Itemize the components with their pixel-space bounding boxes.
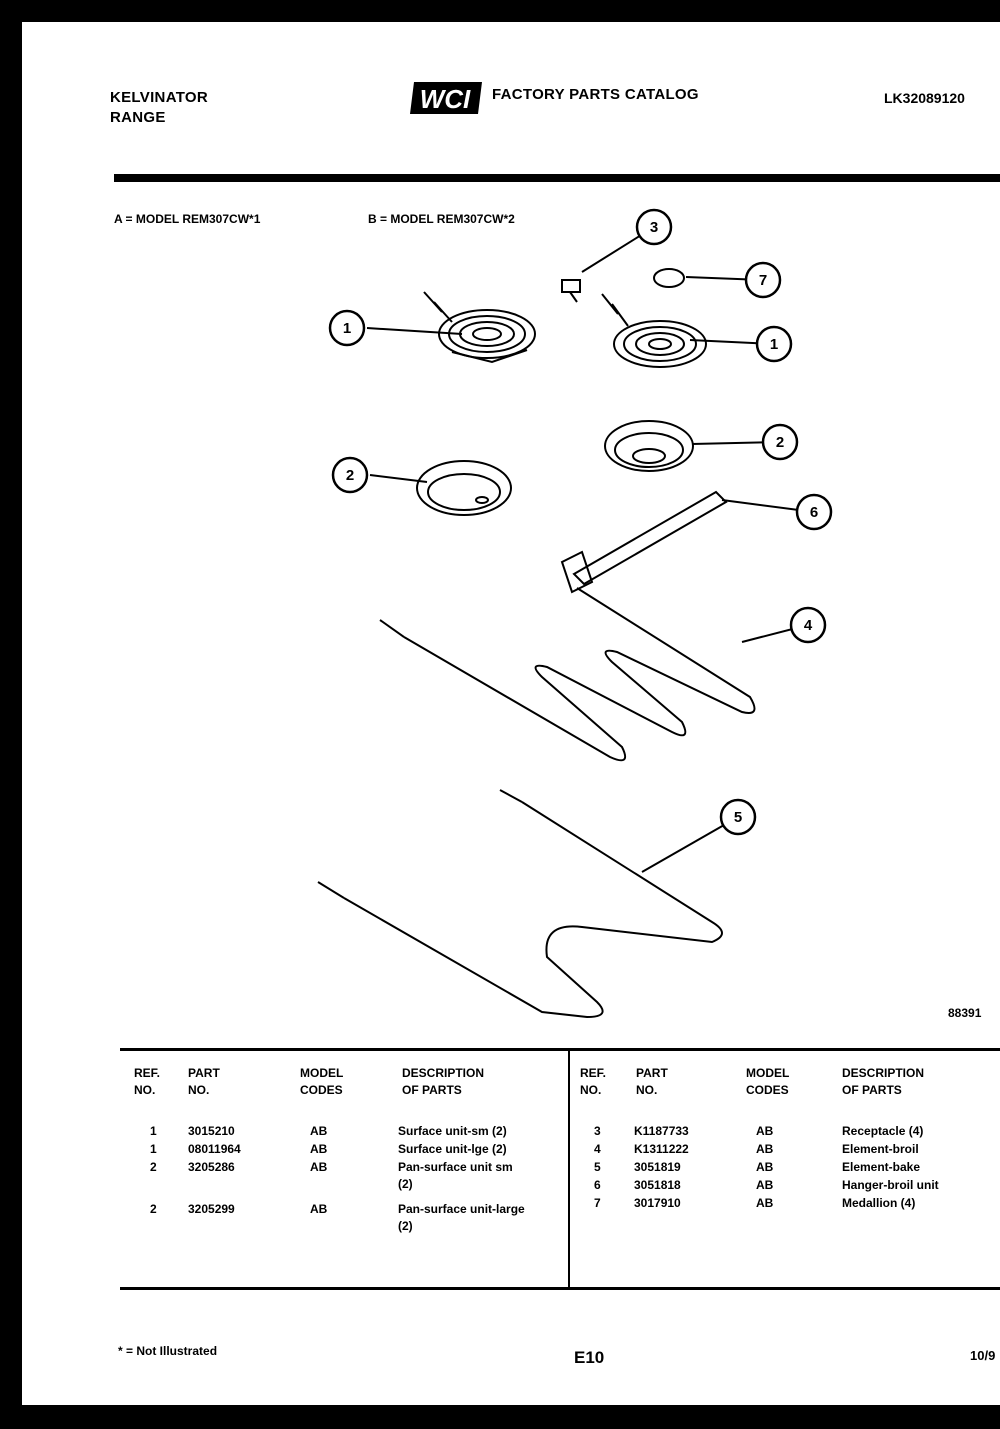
broil-hanger-illustration — [560, 490, 728, 594]
callout-ref-2-left: 2 — [331, 456, 369, 494]
table-column-divider — [568, 1051, 570, 1287]
codes-cell: AB — [756, 1142, 774, 1156]
svg-text:3: 3 — [650, 219, 658, 236]
description-cell: Element-bake — [842, 1160, 921, 1174]
receptacle-illustration — [561, 279, 581, 303]
codes-cell: AB — [756, 1160, 774, 1174]
codes-cell: AB — [756, 1124, 774, 1138]
part-cell: 3205299 — [188, 1202, 235, 1216]
codes-cell: AB — [310, 1202, 328, 1216]
part-cell: 3205286 — [188, 1160, 235, 1174]
svg-text:2: 2 — [776, 434, 784, 451]
ref-cell: 6 — [594, 1178, 601, 1192]
callout-ref-7: 7 — [744, 261, 782, 299]
part-cell: 3015210 — [188, 1124, 235, 1138]
description-cell: Element-broil — [842, 1142, 919, 1156]
not-illustrated-legend: * = Not Illustrated — [118, 1344, 218, 1358]
logo-text: WCI — [420, 84, 471, 114]
ref-cell: 4 — [594, 1142, 601, 1156]
ref-cell: 2 — [150, 1160, 157, 1174]
part-cell: 3017910 — [634, 1196, 681, 1210]
ref-cell: 1 — [150, 1124, 157, 1138]
description-cell: Receptacle (4) — [842, 1124, 924, 1138]
callout-ref-1-right: 1 — [755, 325, 793, 363]
ref-cell: 1 — [150, 1142, 157, 1156]
callout-ref-5: 5 — [719, 798, 757, 836]
revision-date: 10/9 — [970, 1348, 996, 1363]
part-cell: 3051819 — [634, 1160, 681, 1174]
drip-pan-right-illustration — [604, 420, 694, 472]
header-divider — [114, 174, 1000, 182]
codes-cell: AB — [756, 1178, 774, 1192]
codes-cell: AB — [756, 1196, 774, 1210]
svg-text:1: 1 — [343, 320, 351, 337]
page-number: E10 — [574, 1348, 605, 1367]
surface-unit-left-illustration — [423, 291, 536, 364]
document-number: LK32089120 — [884, 90, 965, 106]
ref-cell: 5 — [594, 1160, 601, 1174]
callout-ref-2-right: 2 — [761, 423, 799, 461]
product-type: RANGE — [110, 109, 166, 126]
wci-logo: WCI — [410, 82, 482, 114]
model-a-label: A = MODEL REM307CW*1 — [114, 212, 261, 226]
callout-ref-3: 3 — [635, 208, 673, 246]
description-cell: Medallion (4) — [842, 1196, 916, 1210]
part-cell: 3051818 — [634, 1178, 681, 1192]
drip-pan-left-illustration — [416, 460, 512, 516]
figure-code: 88391 — [948, 1006, 982, 1020]
svg-text:5: 5 — [734, 809, 742, 826]
svg-text:6: 6 — [810, 504, 818, 521]
ref-cell: 3 — [594, 1124, 601, 1138]
svg-text:7: 7 — [759, 272, 767, 289]
catalog-title: FACTORY PARTS CATALOG — [492, 86, 699, 103]
part-cell: 08011964 — [188, 1142, 241, 1156]
header-ref-no-left: REF.NO. — [134, 1066, 161, 1097]
svg-text:4: 4 — [804, 617, 813, 634]
part-cell: K1311222 — [634, 1142, 689, 1156]
description-cell: Surface unit-sm (2) — [398, 1124, 507, 1138]
callout-ref-4: 4 — [789, 606, 827, 644]
part-cell: K1187733 — [634, 1124, 689, 1138]
brand-block: KELVINATOR RANGE — [110, 88, 208, 128]
bake-element-illustration — [317, 789, 723, 1019]
callout-ref-1-left: 1 — [328, 309, 366, 347]
description-cell: Surface unit-lge (2) — [398, 1142, 507, 1156]
header-ref-no-right: REF.NO. — [580, 1066, 607, 1097]
codes-cell: AB — [310, 1142, 328, 1156]
svg-text:1: 1 — [770, 336, 778, 353]
codes-cell: AB — [310, 1124, 328, 1138]
callout-ref-6: 6 — [795, 493, 833, 531]
svg-text:2: 2 — [346, 467, 354, 484]
codes-cell: AB — [310, 1160, 328, 1174]
exploded-parts-diagram: 1 1 2 2 3 4 5 6 7 — [317, 208, 833, 1019]
broil-element-illustration — [379, 587, 756, 762]
ref-cell: 7 — [594, 1196, 601, 1210]
model-b-label: B = MODEL REM307CW*2 — [368, 212, 515, 226]
description-cell: Pan-surface unit-large (2) — [398, 1202, 525, 1233]
ref-cell: 2 — [150, 1202, 157, 1216]
surface-unit-right-illustration — [601, 293, 707, 368]
catalog-page: KELVINATOR RANGE WCI FACTORY PARTS CATAL… — [22, 22, 1000, 1405]
brand-name: KELVINATOR — [110, 89, 209, 106]
medallion-illustration — [653, 268, 685, 288]
description-cell: Pan-surface unit sm (2) — [398, 1160, 513, 1191]
description-cell: Hanger-broil unit — [842, 1178, 939, 1192]
